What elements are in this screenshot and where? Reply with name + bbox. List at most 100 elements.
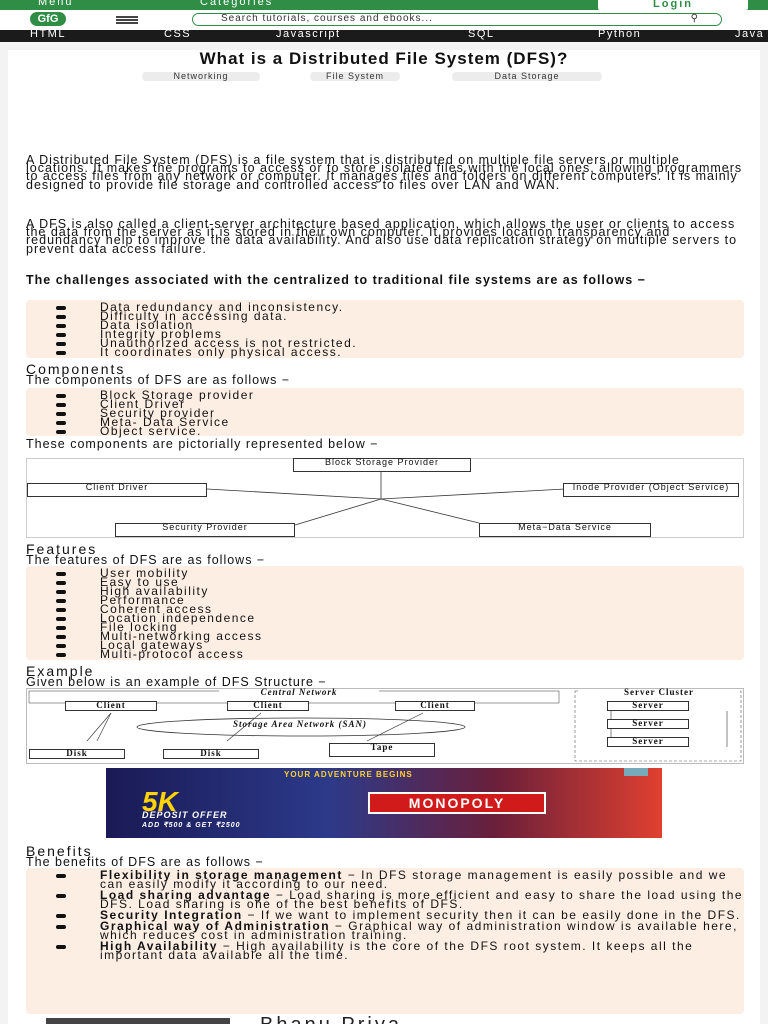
tag-networking[interactable]: Networking bbox=[142, 72, 260, 81]
benefit-item: Load sharing advantage − Load sharing is… bbox=[26, 888, 744, 911]
benefit-item: Flexibility in storage management − In D… bbox=[26, 868, 744, 891]
diagram-connectors bbox=[206, 471, 566, 526]
ad-tagline: YOUR ADVENTURE BEGINS bbox=[284, 770, 413, 779]
intro-paragraph-2: A DFS is also called a client-server arc… bbox=[26, 217, 738, 256]
list-item: File locking bbox=[26, 621, 744, 633]
benefit-text: − High availability is the core of the D… bbox=[100, 939, 694, 962]
author-image bbox=[46, 1018, 230, 1024]
list-item: Security provider bbox=[26, 407, 744, 419]
list-item: Location independence bbox=[26, 612, 744, 624]
list-item: Coherent access bbox=[26, 603, 744, 615]
benefit-title: Graphical way of Administration bbox=[100, 919, 331, 933]
list-item: Multi-networking access bbox=[26, 630, 744, 642]
components-intro: The components of DFS are as follows − bbox=[26, 373, 291, 387]
tag-data-storage[interactable]: Data Storage bbox=[452, 72, 602, 81]
menu-button[interactable]: Menu bbox=[38, 0, 74, 8]
header: GfG Search tutorials, courses and ebooks… bbox=[0, 10, 768, 30]
topic-nav: HTML CSS Javascript SQL Python Java bbox=[0, 28, 768, 42]
intro-paragraph-1: A Distributed File System (DFS) is a fil… bbox=[26, 153, 743, 192]
nav-item-javascript[interactable]: Javascript bbox=[276, 28, 341, 40]
example-intro: Given below is an example of DFS Structu… bbox=[26, 675, 327, 689]
ad-subtext: ADD ₹500 & GET ₹2500 bbox=[142, 822, 241, 829]
client-node: Client bbox=[65, 701, 157, 711]
tag-file-system[interactable]: File System bbox=[310, 72, 400, 81]
security-provider-node: Security Provider bbox=[115, 523, 295, 537]
benefit-text: − If we want to implement security then … bbox=[242, 908, 741, 922]
hamburger-icon[interactable] bbox=[116, 16, 138, 24]
list-item: Unauthorized access is not restricted. bbox=[26, 337, 744, 349]
components-heading: Components bbox=[26, 361, 126, 377]
list-item: Object service. bbox=[26, 425, 744, 437]
benefit-title: Flexibility in storage management bbox=[100, 868, 343, 882]
benefit-title: High Availability bbox=[100, 939, 218, 953]
challenges-heading: The challenges associated with the centr… bbox=[26, 273, 646, 287]
nav-item-python[interactable]: Python bbox=[598, 28, 642, 40]
client-driver-node: Client Driver bbox=[27, 483, 207, 497]
list-item: Difficulty in accessing data. bbox=[26, 310, 744, 322]
search-input[interactable]: Search tutorials, courses and ebooks... … bbox=[192, 13, 722, 26]
page-title: What is a Distributed File System (DFS)? bbox=[199, 49, 569, 68]
components-diagram: Block Storage Provider Client Driver Ino… bbox=[26, 458, 744, 538]
top-bar: Menu Categories Login bbox=[0, 0, 768, 10]
list-item: Client Driver bbox=[26, 398, 744, 410]
client-node: Client bbox=[395, 701, 475, 711]
benefit-text: − Graphical way of administration window… bbox=[100, 919, 738, 942]
ad-close-icon[interactable] bbox=[624, 768, 648, 776]
list-item: Local gateways bbox=[26, 639, 744, 651]
list-item: Meta- Data Service bbox=[26, 416, 744, 428]
ad-deposit-text: DEPOSIT OFFER bbox=[142, 810, 228, 820]
list-item: Block Storage provider bbox=[26, 389, 744, 401]
login-button[interactable]: Login bbox=[598, 0, 748, 10]
block-storage-node: Block Storage Provider bbox=[293, 458, 471, 472]
list-item: User mobility bbox=[26, 567, 744, 579]
list-item: Integrity problems bbox=[26, 328, 744, 340]
categories-button[interactable]: Categories bbox=[200, 0, 274, 8]
features-intro: The features of DFS are as follows − bbox=[26, 553, 266, 567]
inode-provider-node: Inode Provider (Object Service) bbox=[563, 483, 739, 497]
benefit-text: − In DFS storage management is easily po… bbox=[100, 868, 728, 891]
benefit-item: Security Integration − If we want to imp… bbox=[26, 908, 744, 922]
benefit-title: Security Integration bbox=[100, 908, 243, 922]
author-name[interactable]: Bhanu Priya bbox=[260, 1014, 402, 1024]
list-item: Multi-protocol access bbox=[26, 648, 744, 660]
benefits-box: Flexibility in storage management − In D… bbox=[26, 868, 744, 1014]
nav-item-java[interactable]: Java bbox=[735, 28, 765, 40]
benefit-title: Load sharing advantage bbox=[100, 888, 272, 902]
meta-data-node: Meta−Data Service bbox=[479, 523, 651, 537]
tag-list: Networking File System Data Storage bbox=[138, 72, 638, 82]
ad-brand: MONOPOLY bbox=[368, 792, 546, 814]
list-item: Data isolation bbox=[26, 319, 744, 331]
article-card: What is a Distributed File System (DFS)?… bbox=[8, 50, 760, 1024]
central-network-label: Central Network bbox=[219, 688, 379, 697]
tape-node: Tape bbox=[329, 743, 435, 757]
nav-item-css[interactable]: CSS bbox=[164, 28, 192, 40]
san-label: Storage Area Network (SAN) bbox=[233, 719, 367, 729]
benefit-item: Graphical way of Administration − Graphi… bbox=[26, 919, 744, 942]
disk-node: Disk bbox=[163, 749, 259, 759]
list-item: It coordinates only physical access. bbox=[26, 346, 744, 358]
disk-node: Disk bbox=[29, 749, 125, 759]
benefit-item: High Availability − High availability is… bbox=[26, 939, 744, 962]
example-heading: Example bbox=[26, 663, 95, 679]
challenges-box: Data redundancy and inconsistency. Diffi… bbox=[26, 300, 744, 358]
dfs-structure-diagram: Central Network Server Cluster Client Cl… bbox=[26, 688, 744, 764]
list-item: High availability bbox=[26, 585, 744, 597]
benefits-intro: The benefits of DFS are as follows − bbox=[26, 855, 264, 869]
server-node: Server bbox=[607, 701, 689, 711]
client-node: Client bbox=[227, 701, 309, 711]
nav-item-html[interactable]: HTML bbox=[30, 28, 66, 40]
nav-item-sql[interactable]: SQL bbox=[468, 28, 495, 40]
search-placeholder: Search tutorials, courses and ebooks... bbox=[221, 13, 433, 24]
list-item: Easy to use bbox=[26, 576, 744, 588]
components-note: These components are pictorially represe… bbox=[26, 437, 379, 451]
server-node: Server bbox=[607, 737, 689, 747]
server-node: Server bbox=[607, 719, 689, 729]
benefit-text: − Load sharing is more efficient and eas… bbox=[100, 888, 744, 911]
advertisement-banner[interactable]: YOUR ADVENTURE BEGINS 5K DEPOSIT OFFER A… bbox=[106, 768, 662, 838]
search-icon[interactable]: ⚲ bbox=[690, 13, 699, 24]
server-cluster-label: Server Cluster bbox=[579, 688, 739, 697]
features-heading: Features bbox=[26, 541, 98, 557]
features-box: User mobility Easy to use High availabil… bbox=[26, 566, 744, 660]
site-logo[interactable]: GfG bbox=[30, 12, 66, 26]
components-box: Block Storage provider Client Driver Sec… bbox=[26, 388, 744, 437]
